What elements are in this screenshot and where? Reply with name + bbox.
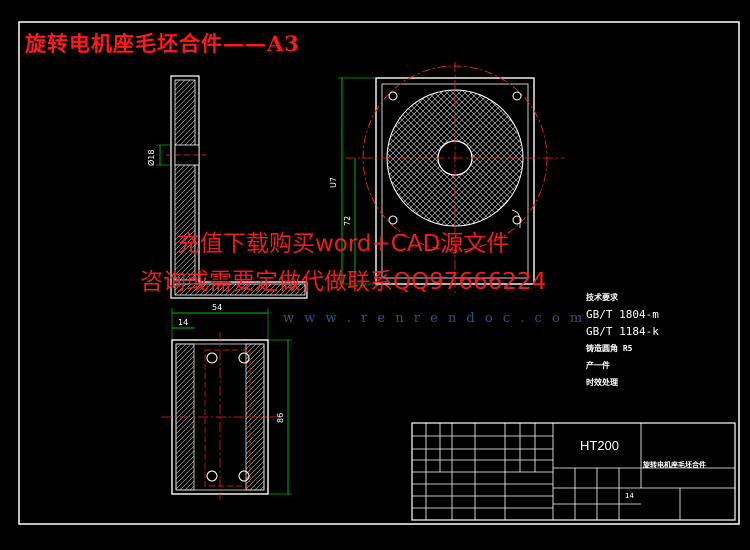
side-view: [156, 75, 308, 299]
tech-note-1: 铸造圆角 R5: [586, 344, 633, 353]
promo-line-2: 咨询或需要定做代做联系QQ97666224: [140, 269, 547, 295]
technical-requirements: 技术要求 GB/T 1804-m GB/T 1184-k 铸造圆角 R5 产一件…: [586, 289, 659, 391]
watermark-url: w w w . r e n r e n d o c . c o m: [283, 311, 586, 326]
front-view: [338, 62, 565, 296]
drawing-frame: [18, 21, 740, 525]
dim-offset-left: 14: [178, 318, 189, 327]
promo-line-1: 充值下载购买word+CAD源文件: [177, 231, 510, 257]
tech-notes-heading: 技术要求: [586, 293, 618, 302]
dim-plan-height: 86: [276, 412, 285, 423]
tech-note-2: 产一件: [586, 361, 610, 370]
material-label: HT200: [580, 438, 620, 453]
dim-width-top: 54: [212, 303, 223, 312]
tech-note-3: 时效处理: [586, 378, 618, 387]
drawing-title: 旋转电机座毛坯合件——A3: [25, 31, 300, 56]
part-name-label: 旋转电机座毛坯合件: [643, 461, 706, 469]
sheet-count: 14: [625, 492, 634, 500]
plan-view: [162, 308, 292, 500]
dim-total-height: U7: [329, 177, 338, 188]
tech-std-2: GB/T 1184-k: [586, 325, 659, 338]
dim-side-diameter: Ø18: [147, 149, 156, 166]
tech-std-1: GB/T 1804-m: [586, 308, 659, 321]
title-block: [411, 422, 736, 521]
